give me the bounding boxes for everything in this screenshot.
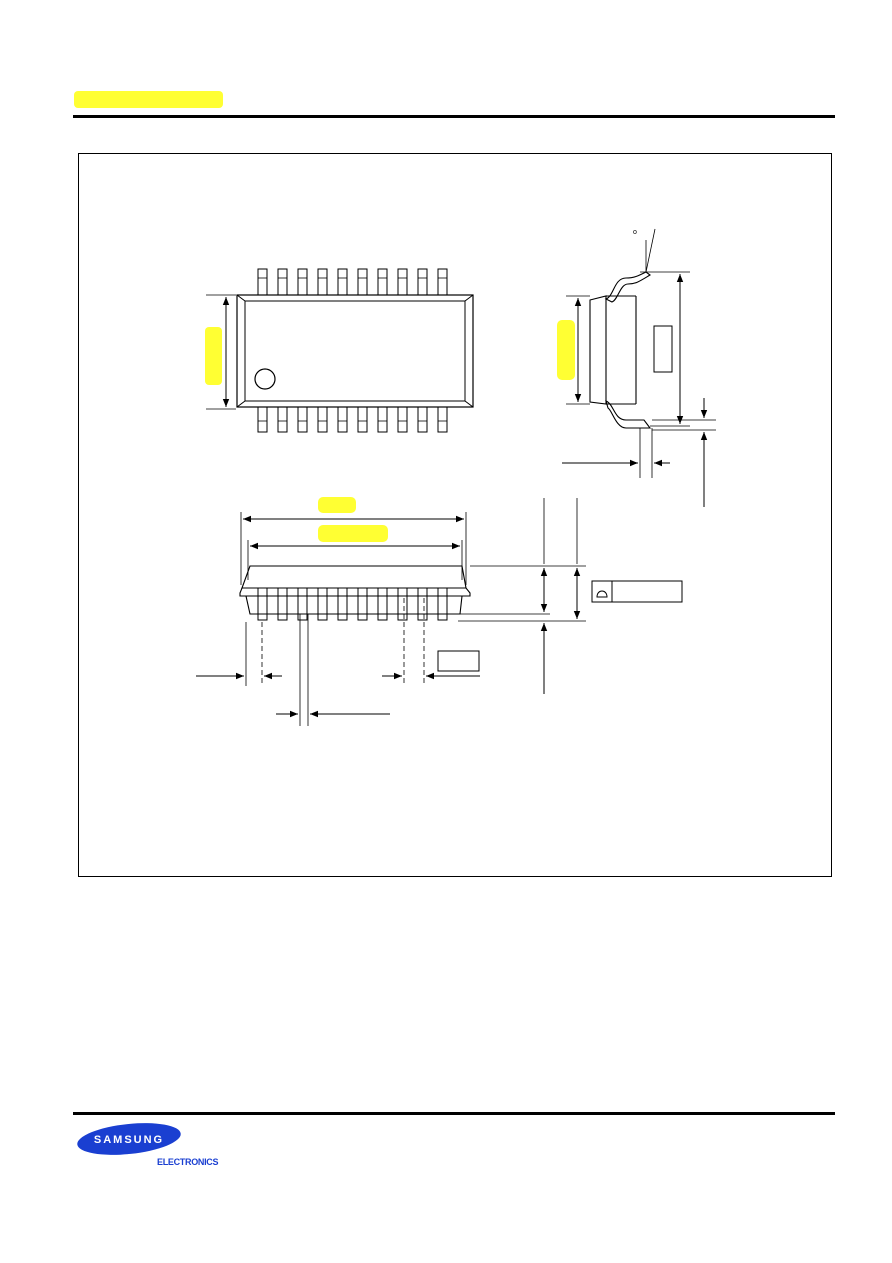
front-pin <box>297 587 308 621</box>
footer-rule <box>73 1112 835 1115</box>
top-pin-upper <box>317 268 328 296</box>
top-pin-lower <box>317 406 328 433</box>
front-view <box>196 497 683 726</box>
coplanarity-box <box>591 580 683 603</box>
samsung-logo-wordmark: SAMSUNG <box>94 1134 164 1146</box>
side-lead-lower <box>605 400 652 429</box>
overall-length-dim-highlight <box>318 497 356 513</box>
front-body-outline <box>241 565 467 589</box>
front-pin <box>257 587 268 621</box>
front-pin <box>337 587 348 621</box>
coplanarity-symbol <box>596 590 608 598</box>
drawing-frame <box>78 153 832 877</box>
top-pin-lower <box>337 406 348 433</box>
body-width-dim-highlight <box>205 327 222 385</box>
top-view <box>205 268 474 433</box>
top-pin-upper <box>437 268 448 296</box>
top-pin-lower <box>257 406 268 433</box>
top-view-body-inner <box>244 300 466 402</box>
top-pin-upper <box>337 268 348 296</box>
front-pins <box>257 587 448 621</box>
front-pin <box>377 587 388 621</box>
top-pin-lower <box>397 406 408 433</box>
top-pins-lower <box>257 406 448 433</box>
top-pin-upper <box>417 268 428 296</box>
top-pin-upper <box>357 268 368 296</box>
front-pin <box>397 587 408 621</box>
side-lead-upper <box>604 271 651 303</box>
electronics-label: ELECTRONICS <box>157 1157 219 1167</box>
front-pin <box>357 587 368 621</box>
pitch-dim-box <box>437 650 480 672</box>
top-pin-upper <box>397 268 408 296</box>
top-pin-lower <box>357 406 368 433</box>
front-pin <box>437 587 448 621</box>
pin1-indicator <box>254 368 276 390</box>
header-rule <box>73 115 835 118</box>
top-pin-lower <box>437 406 448 433</box>
part-number-highlight <box>74 91 223 108</box>
front-pin <box>317 587 328 621</box>
front-pin <box>277 587 288 621</box>
side-width-dim-highlight <box>557 320 575 380</box>
top-pin-lower <box>297 406 308 433</box>
top-pin-upper <box>257 268 268 296</box>
top-pin-upper <box>277 268 288 296</box>
angle-degree-mark: o <box>633 229 637 236</box>
top-view-body <box>236 294 474 408</box>
side-body-outline <box>589 295 607 405</box>
top-pin-upper <box>377 268 388 296</box>
side-dim-box <box>653 325 673 373</box>
top-pin-upper <box>297 268 308 296</box>
body-length-dim-highlight <box>318 525 388 542</box>
samsung-logo-icon: SAMSUNG <box>77 1123 181 1155</box>
top-pins-upper <box>257 268 448 296</box>
top-pin-lower <box>377 406 388 433</box>
front-pin <box>417 587 428 621</box>
side-view: o <box>557 228 716 507</box>
top-pin-lower <box>277 406 288 433</box>
top-pin-lower <box>417 406 428 433</box>
